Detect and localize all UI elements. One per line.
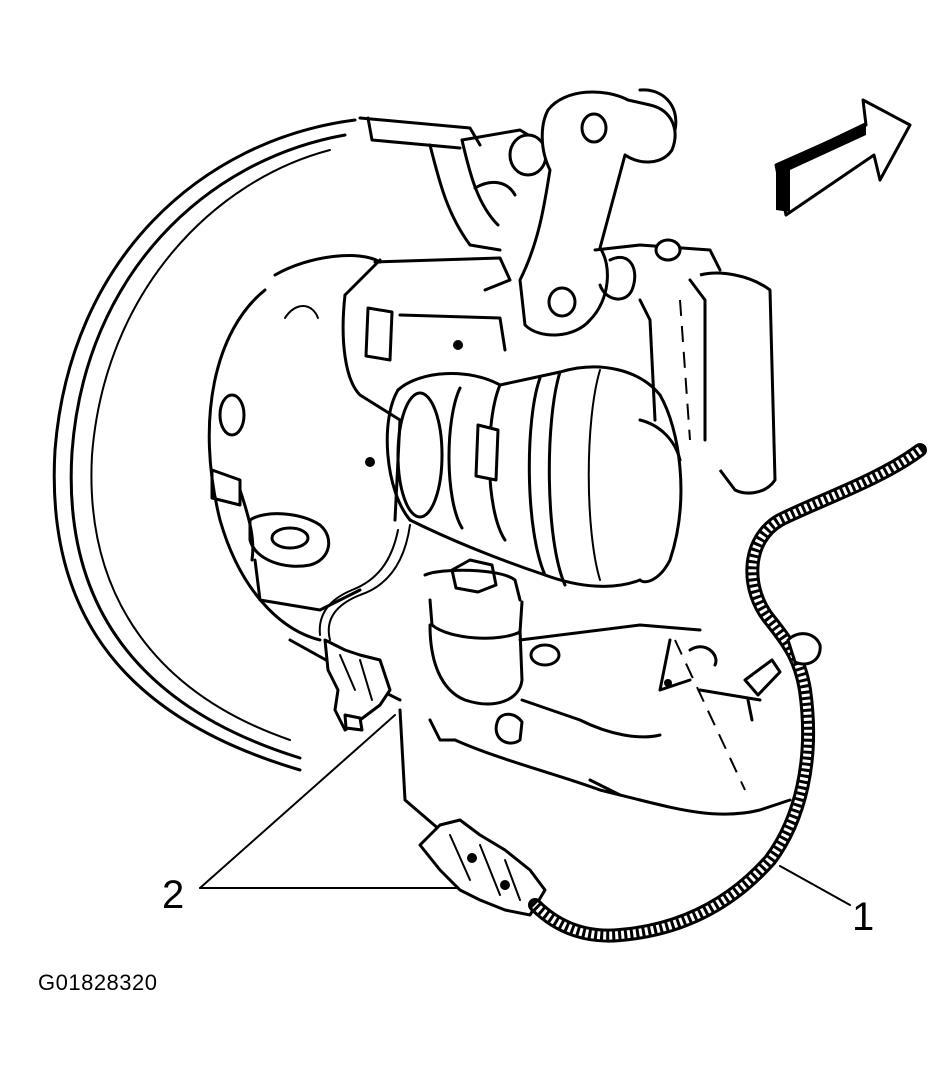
drive-axle [385, 365, 683, 588]
caliper-bracket [428, 128, 548, 252]
callout-leaders [199, 714, 851, 906]
lower-ball-joint [423, 558, 792, 816]
brake-rotor [52, 116, 482, 772]
wheel-speed-sensor-harness [528, 443, 927, 943]
hub-flange [207, 254, 463, 642]
callout-label-1: 1 [852, 895, 874, 939]
upper-link [518, 88, 678, 337]
harness-clip-upper [323, 638, 392, 732]
figure-id: G01828320 [38, 970, 158, 995]
harness-clip-lower [418, 818, 547, 917]
steering-knuckle [238, 256, 512, 612]
callout-label-2: 2 [162, 873, 184, 917]
caliper-housing [593, 238, 777, 495]
direction-arrow-icon [774, 98, 912, 217]
